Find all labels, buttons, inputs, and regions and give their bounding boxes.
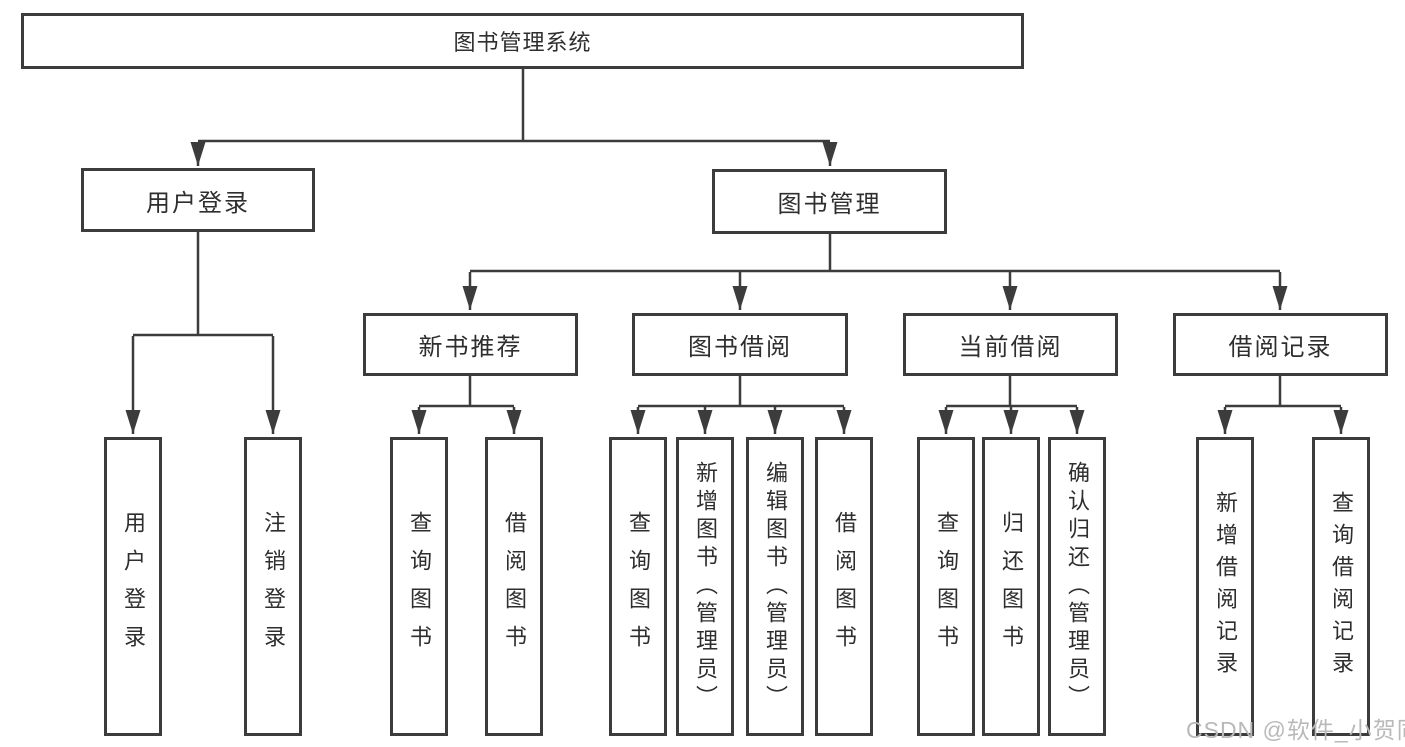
node-root-system: 图书管理系统 xyxy=(21,13,1024,69)
connector-book-borrow-bar xyxy=(638,376,844,408)
node-current-borrow: 当前借阅 xyxy=(903,313,1118,376)
leaf-add-books-admin: 新增图书（管理员） xyxy=(676,437,734,736)
leaf-edit-books-admin-label: 编辑图书（管理员） xyxy=(763,460,788,713)
node-book-mgmt-branch: 图书管理 xyxy=(712,169,947,234)
connector-current-borrow-bar xyxy=(946,376,1077,408)
connector-new-books-bar xyxy=(419,376,514,408)
leaf-logout: 注销登录 xyxy=(244,437,302,736)
leaf-confirm-return-admin: 确认归还（管理员） xyxy=(1048,437,1106,736)
leaf-user-login: 用户登录 xyxy=(104,437,162,736)
leaf-query-books-current: 查询图书 xyxy=(917,437,975,736)
node-book-borrow: 图书借阅 xyxy=(632,313,848,376)
leaf-borrow-books-newbooks-label: 借阅图书 xyxy=(502,510,527,663)
leaf-query-books-newbooks: 查询图书 xyxy=(390,437,448,736)
connector-book-mgmt-bar xyxy=(470,234,1280,273)
leaf-user-login-label: 用户登录 xyxy=(121,510,146,663)
leaf-borrow-books-borrow: 借阅图书 xyxy=(815,437,873,736)
leaf-add-books-admin-label: 新增图书（管理员） xyxy=(693,460,718,713)
leaf-query-books-newbooks-label: 查询图书 xyxy=(407,510,432,663)
leaf-query-books-borrow-label: 查询图书 xyxy=(626,510,651,663)
leaf-return-books: 归还图书 xyxy=(982,437,1040,736)
leaf-logout-label: 注销登录 xyxy=(261,510,286,663)
leaf-add-borrow-record: 新增借阅记录 xyxy=(1196,437,1254,736)
connector-user-login-bar xyxy=(133,232,273,337)
connector-root-bar xyxy=(198,69,830,143)
leaf-confirm-return-admin-label: 确认归还（管理员） xyxy=(1065,460,1090,713)
leaf-query-books-borrow: 查询图书 xyxy=(609,437,667,736)
leaf-add-borrow-record-label: 新增借阅记录 xyxy=(1213,490,1238,683)
leaf-borrow-books-borrow-label: 借阅图书 xyxy=(832,510,857,663)
leaf-query-books-current-label: 查询图书 xyxy=(934,510,959,663)
leaf-borrow-books-newbooks: 借阅图书 xyxy=(485,437,543,736)
connector-borrow-records-bar xyxy=(1225,376,1341,408)
csdn-watermark: CSDN @软件_小贺同学 xyxy=(1186,717,1405,743)
node-user-login-branch: 用户登录 xyxy=(81,168,315,232)
node-new-books: 新书推荐 xyxy=(363,313,578,376)
node-borrow-records: 借阅记录 xyxy=(1173,313,1388,376)
leaf-query-borrow-record-label: 查询借阅记录 xyxy=(1329,490,1354,683)
leaf-return-books-label: 归还图书 xyxy=(999,510,1024,663)
leaf-edit-books-admin: 编辑图书（管理员） xyxy=(746,437,804,736)
leaf-query-borrow-record: 查询借阅记录 xyxy=(1312,437,1370,736)
